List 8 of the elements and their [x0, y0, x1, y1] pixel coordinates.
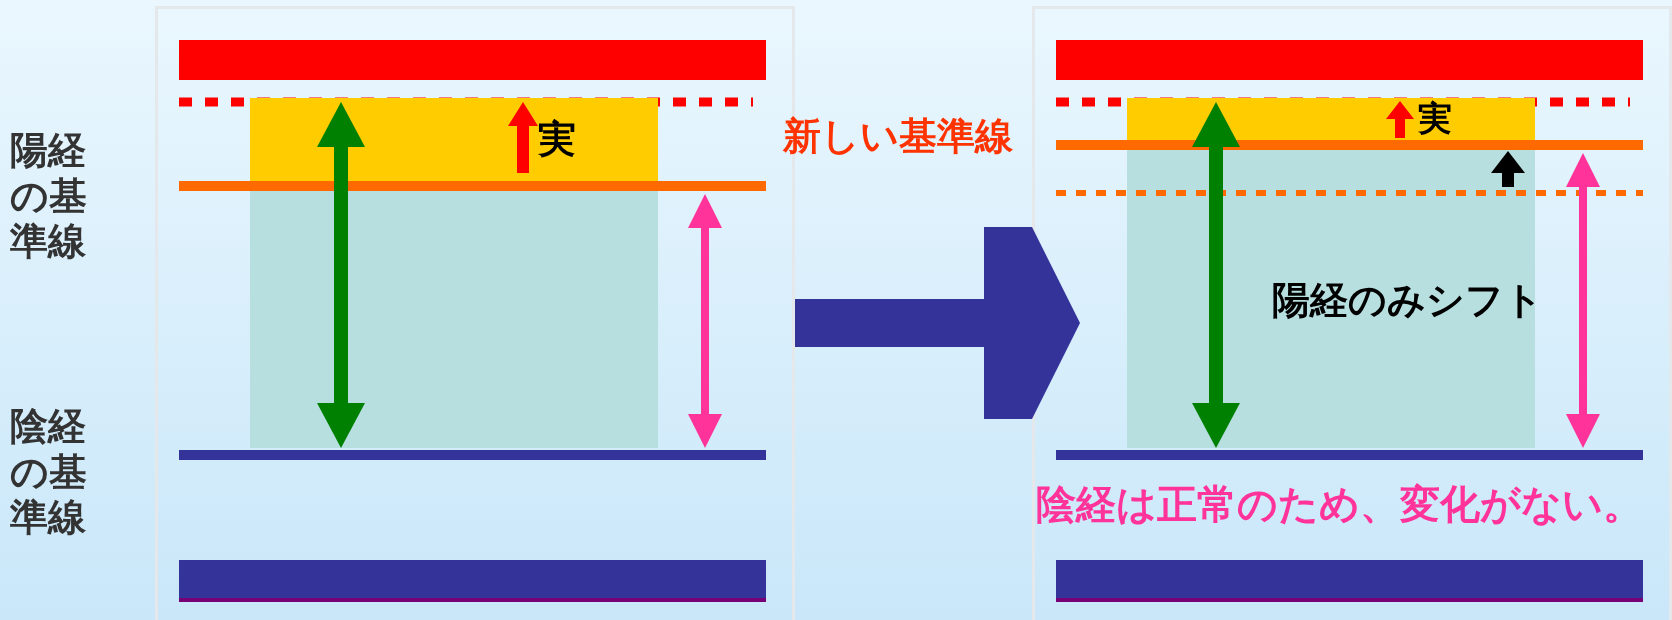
annotation-text: 陰経は正常のため、変化がない。: [1036, 480, 1643, 528]
annotation-text: 実: [538, 117, 576, 163]
diagram-panel: [1032, 6, 1672, 620]
axis-label: 陰経の基準線: [10, 404, 88, 541]
annotation-text: 陽経のみシフト: [1272, 278, 1543, 324]
annotation-text: 新しい基準線: [783, 114, 1013, 160]
axis-label: 陽経の基準線: [10, 128, 88, 265]
annotation-text: 実: [1418, 98, 1452, 139]
